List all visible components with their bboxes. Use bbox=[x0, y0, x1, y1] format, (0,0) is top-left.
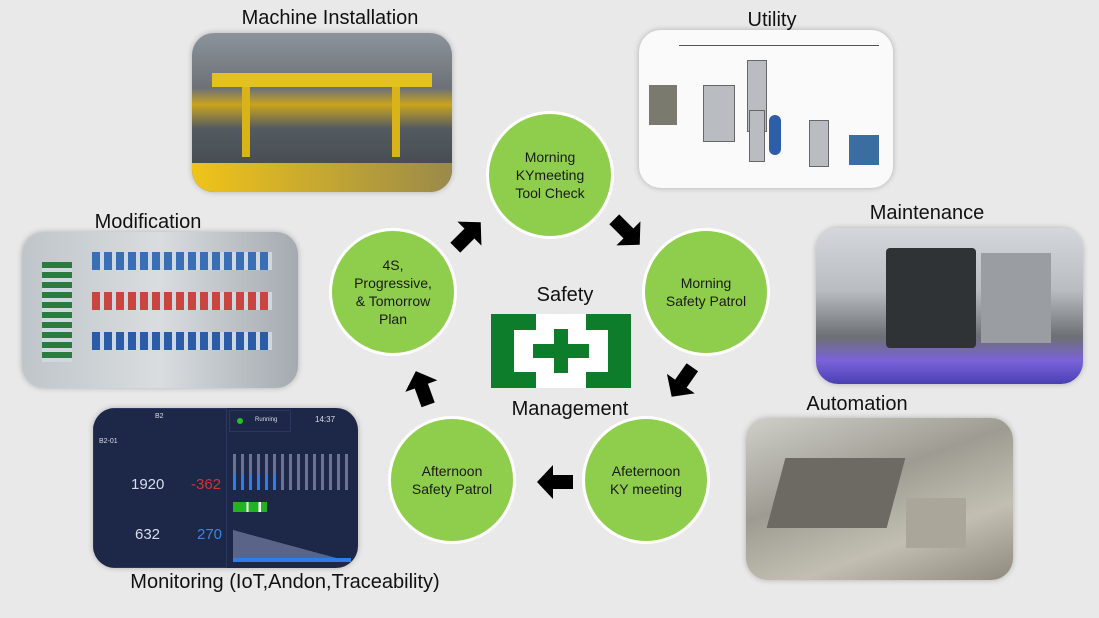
label-monitoring: Monitoring (IoT,Andon,Traceability) bbox=[130, 571, 440, 593]
dash-plan: 632 bbox=[135, 526, 161, 543]
dash-product: B2-01 bbox=[99, 438, 118, 445]
dash-line: B2 bbox=[155, 413, 164, 420]
center-title-management: Management bbox=[511, 398, 629, 420]
cycle-step-afternoon-safety-patrol: Afternoon Safety Patrol bbox=[388, 416, 516, 544]
machine-installation-photo bbox=[192, 33, 452, 192]
monitoring-dashboard: B2 B2-01 1920 -362 632 270 Running 14:37 bbox=[93, 408, 358, 568]
arrow-icon bbox=[537, 465, 573, 499]
label-utility: Utility bbox=[747, 9, 797, 31]
cycle-step-morning-ky-meeting: Morning KYmeeting Tool Check bbox=[486, 111, 614, 239]
center-title-safety: Safety bbox=[536, 284, 594, 306]
cycle-step-afternoon-ky-meeting: Afeternoon KY meeting bbox=[582, 416, 710, 544]
dash-target: 1920 bbox=[131, 476, 165, 493]
cycle-step-4s-plan: 4S, Progressive, & Tomorrow Plan bbox=[329, 228, 457, 356]
dash-actual: 270 bbox=[197, 526, 223, 543]
automation-photo bbox=[746, 418, 1013, 580]
arrow-icon bbox=[405, 371, 438, 408]
dash-status: Running bbox=[255, 417, 278, 423]
label-modification: Modification bbox=[94, 211, 202, 233]
dash-diff: -362 bbox=[191, 476, 222, 493]
utility-diagram-photo bbox=[639, 30, 893, 188]
arrow-icon bbox=[609, 214, 641, 246]
dash-time: 14:37 bbox=[315, 415, 336, 424]
arrow-icon bbox=[450, 221, 482, 253]
modification-panel-photo bbox=[22, 232, 298, 388]
label-machine-installation: Machine Installation bbox=[241, 7, 419, 29]
cycle-step-morning-safety-patrol: Morning Safety Patrol bbox=[642, 228, 770, 356]
safety-cross-logo bbox=[491, 314, 631, 388]
label-automation: Automation bbox=[806, 393, 908, 415]
maintenance-photo bbox=[816, 228, 1083, 384]
arrow-icon bbox=[666, 363, 699, 397]
label-maintenance: Maintenance bbox=[869, 202, 985, 224]
status-indicator bbox=[237, 418, 243, 424]
